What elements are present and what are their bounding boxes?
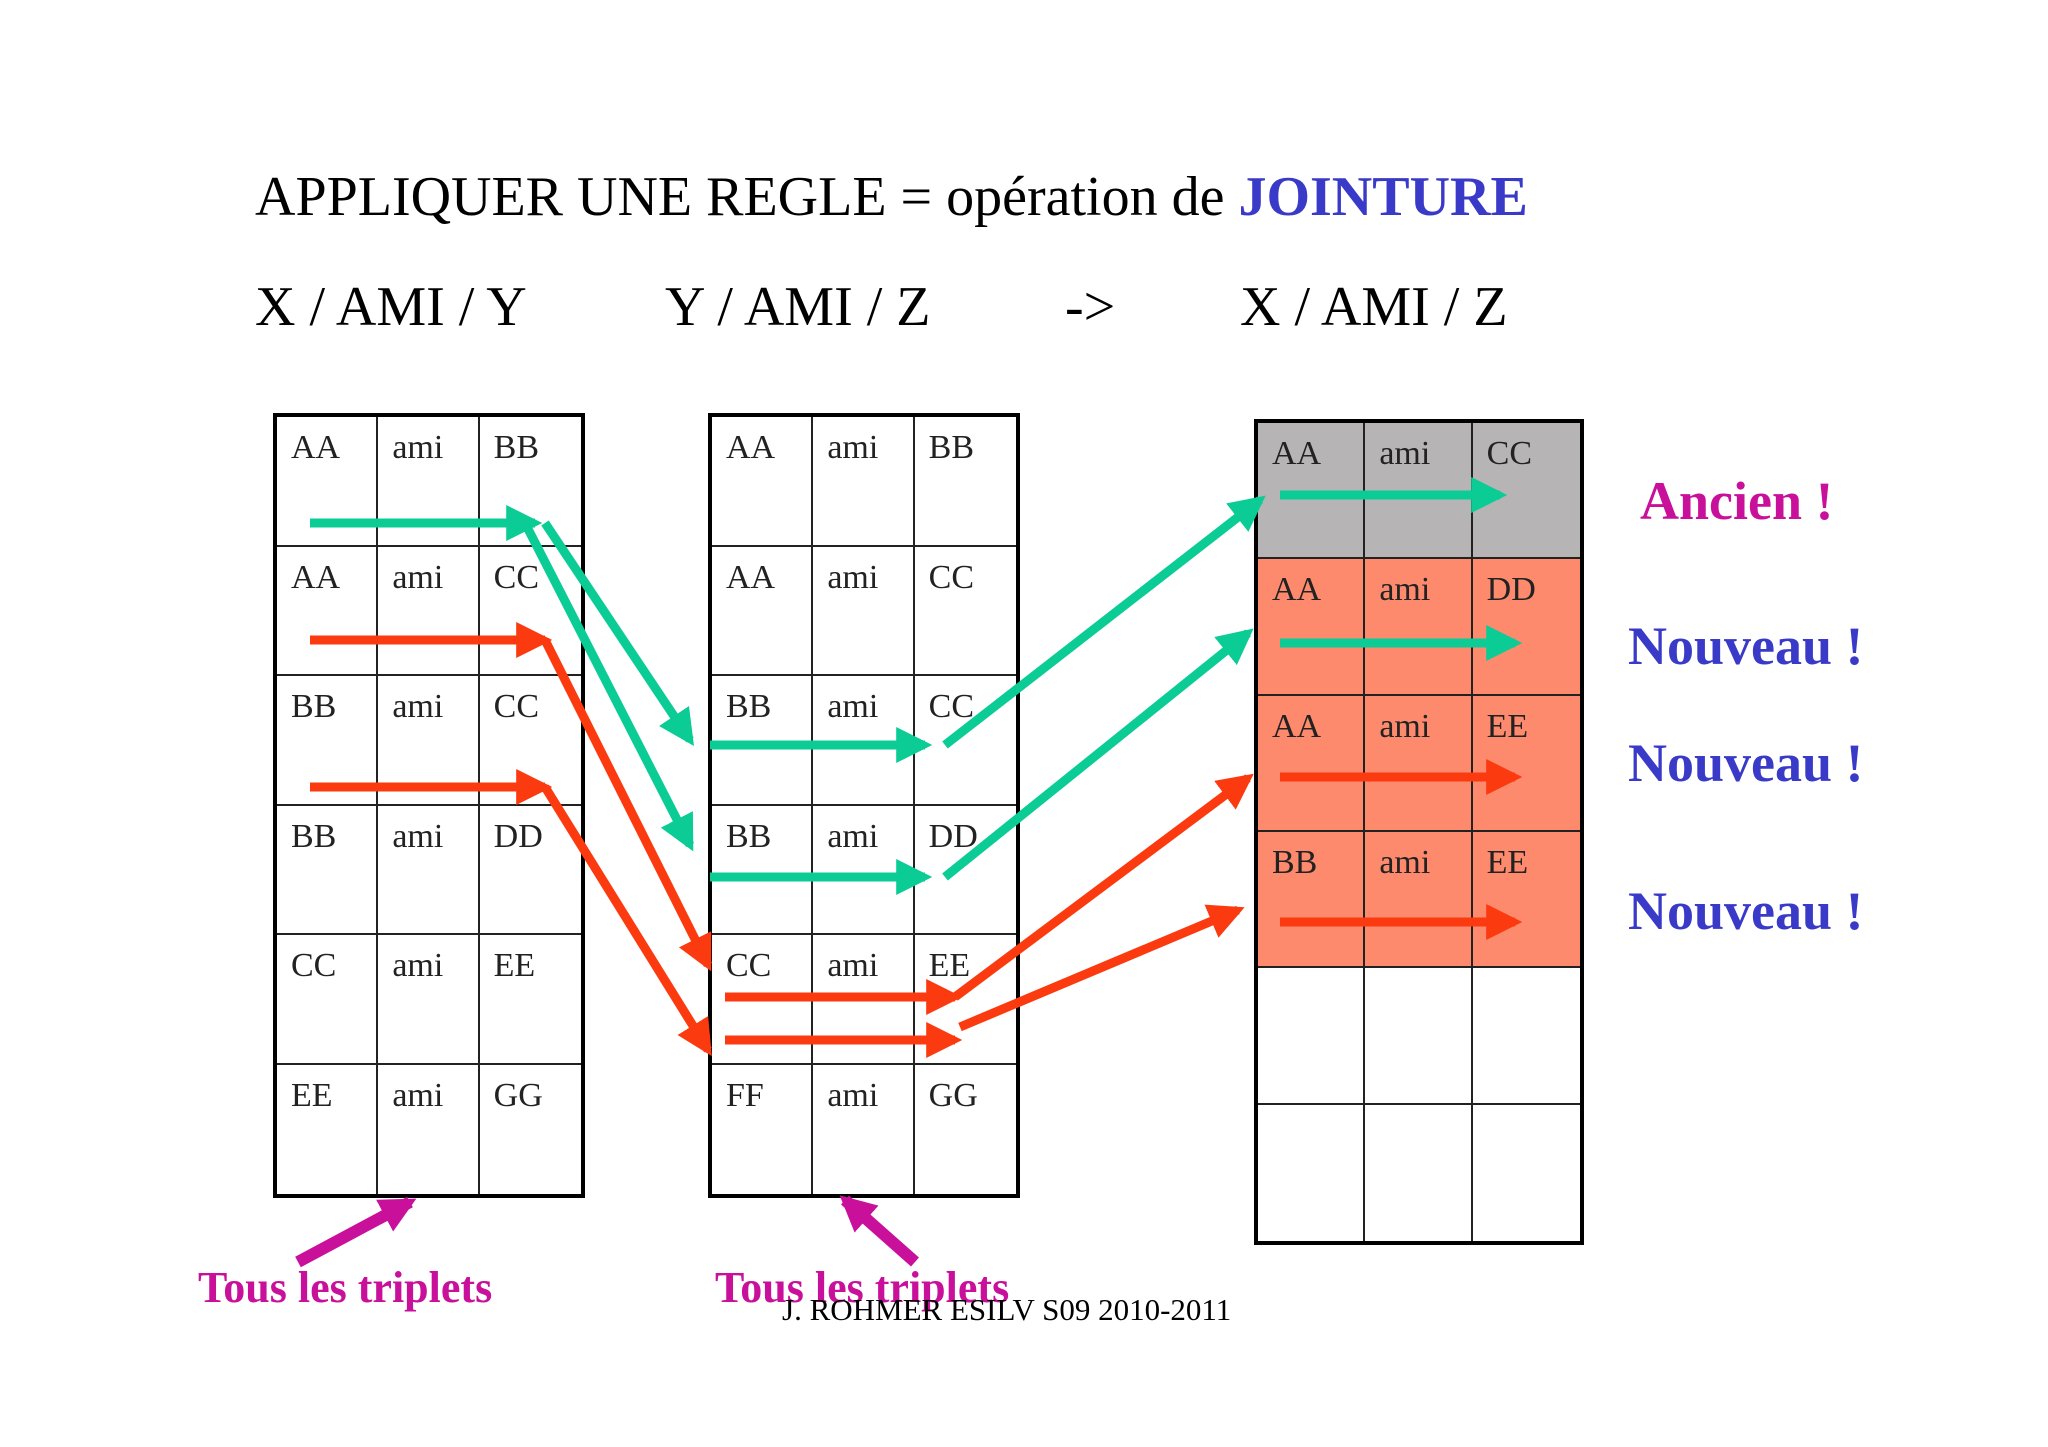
pointer-arrow-2 [839, 1195, 919, 1267]
table1-cell: ami [378, 935, 480, 1065]
table3-cell: AA [1258, 423, 1366, 560]
table3-cell: BB [1258, 831, 1366, 969]
table1-cell: BB [479, 417, 581, 547]
table3-cell: CC [1472, 423, 1580, 560]
table3-cell: DD [1472, 559, 1580, 696]
table2-cell: AA [712, 417, 814, 547]
table2-cell: BB [712, 805, 814, 935]
table1-cell: ami [378, 676, 480, 806]
table1-cell: DD [479, 806, 581, 935]
table3-cell [1472, 968, 1580, 1105]
table2-cell: CC [914, 676, 1016, 806]
label-nouveau-2: Nouveau ! [1628, 733, 1864, 793]
label-nouveau-3: Nouveau ! [1628, 881, 1864, 941]
table3-cell [1473, 1105, 1580, 1241]
table1-cell: GG [493, 1076, 543, 1114]
table2-cell: ami [813, 417, 915, 547]
table1-cell: AA [277, 546, 379, 676]
label-ancien: Ancien ! [1640, 471, 1834, 531]
title-accent: JOINTURE [1238, 166, 1528, 228]
formula-arrow: -> [1065, 276, 1116, 338]
table2-cell: CC [712, 935, 814, 1065]
table3-cell: ami [1365, 831, 1473, 969]
table3-cell: EE [1472, 695, 1580, 832]
table1-cell: CC [479, 547, 581, 676]
table1-cell: EE [277, 1064, 379, 1194]
table1-cell: ami [378, 805, 480, 935]
table2-cell: FF [712, 1064, 814, 1194]
table3-cell [1258, 1104, 1366, 1241]
title-text: APPLIQUER UNE REGLE = opération de [255, 166, 1239, 228]
table2-cell: EE [914, 935, 1016, 1065]
table2-cell: ami [813, 1064, 915, 1194]
table2-cell: BB [914, 417, 1016, 547]
table2-cell: ami [813, 546, 915, 676]
table2-cell: ami [813, 805, 915, 935]
table1-cell: BB [277, 805, 379, 935]
table1-cell: EE [479, 935, 581, 1065]
slide-title: APPLIQUER UNE REGLE = opération de JOINT… [255, 165, 1528, 229]
table2-cell: BB [712, 676, 814, 806]
formula-conclusion: X / AMI / Z [1240, 276, 1508, 338]
table2-cell: ami [813, 676, 915, 806]
table2-cell: ami [813, 935, 915, 1065]
table2-cell: CC [914, 547, 1016, 676]
table3-cell [1365, 968, 1473, 1105]
table1-cell: ami [378, 417, 480, 547]
table3-cell: AA [1258, 695, 1366, 832]
table2-cell: AA [712, 546, 814, 676]
footer-credit: J. ROHMER ESILV S09 2010-2011 [782, 1292, 1232, 1327]
table3-cell: EE [1472, 831, 1580, 969]
table3-cell: ami [1365, 559, 1473, 696]
formula-premise-1: X / AMI / Y [255, 276, 527, 338]
table3-cell [1258, 968, 1366, 1105]
table1-cell: AA [277, 417, 379, 547]
table3-cell [1365, 1104, 1473, 1241]
pointer-label-1: Tous les triplets [198, 1263, 493, 1312]
table3-cell: AA [1258, 559, 1366, 696]
table2-cell: GG [928, 1076, 978, 1114]
pointer-label-2: Tous les triplets [715, 1263, 1010, 1312]
table1-cell: ami [378, 546, 480, 676]
label-nouveau-1: Nouveau ! [1628, 616, 1864, 676]
table1-cell: CC [277, 935, 379, 1065]
formula-premise-2: Y / AMI / Z [665, 276, 931, 338]
table3-cell: ami [1365, 423, 1473, 560]
table1-cell: BB [277, 676, 379, 806]
table1-cell: CC [479, 676, 581, 806]
table1-cell: ami [378, 1064, 480, 1194]
table2-cell: DD [914, 806, 1016, 935]
pointer-arrow-1 [295, 1196, 417, 1268]
table3-cell: ami [1365, 695, 1473, 832]
